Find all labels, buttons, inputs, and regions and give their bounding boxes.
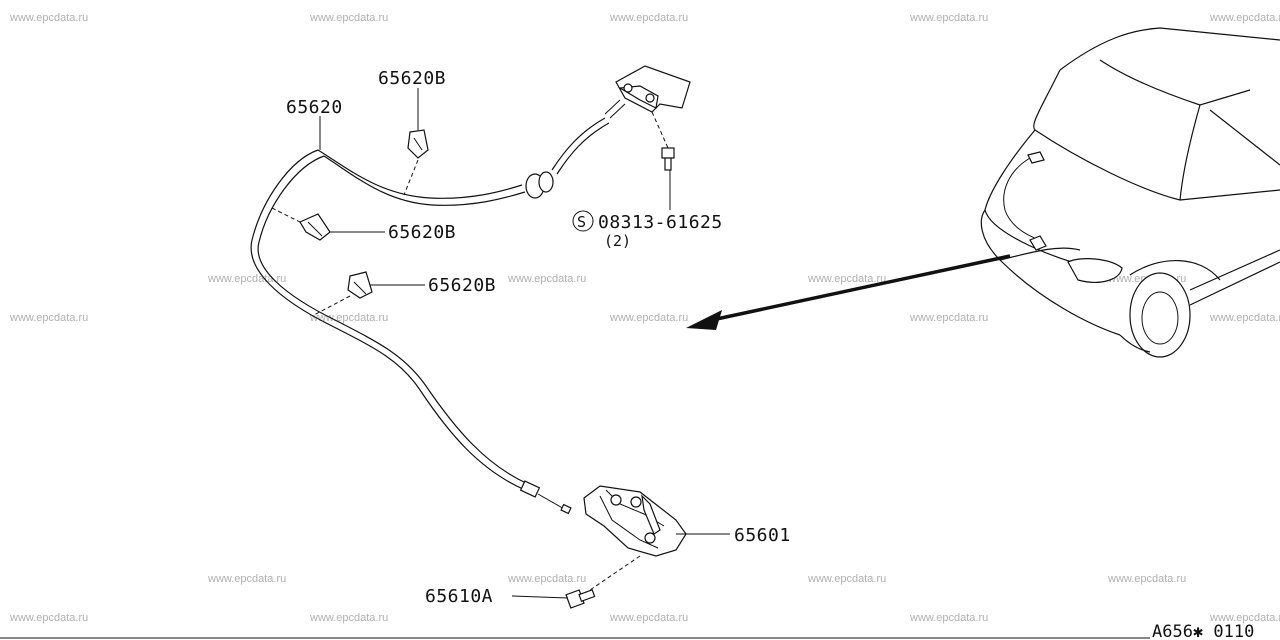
bolt-callout: S 08313-61625 (2): [572, 210, 723, 250]
lock-bolt-part-label: 65610A: [425, 586, 493, 607]
diagram-code: A656✱ 0110: [1152, 622, 1254, 640]
bolt-prefix-circle: [572, 210, 594, 232]
bolt-prefix: S: [577, 213, 586, 231]
watermark: www.epcdata.ru: [1209, 312, 1280, 324]
watermark: www.epcdata.ru: [9, 12, 88, 24]
watermark: www.epcdata.ru: [909, 612, 988, 624]
clip-middle-part-label: 65620B: [388, 222, 456, 243]
hood-lock-assembly: [583, 485, 730, 591]
clip-lower-part-label: 65620B: [428, 275, 496, 296]
location-arrow: [686, 254, 1011, 330]
watermark: www.epcdata.ru: [1209, 12, 1280, 24]
cable-clip-lower: [311, 271, 425, 317]
watermark: www.epcdata.ru: [1107, 573, 1186, 585]
watermark: www.epcdata.ru: [609, 612, 688, 624]
watermark: www.epcdata.ru: [309, 12, 388, 24]
cable-part-label: 65620: [286, 97, 343, 118]
bolt-quantity-label: (2): [604, 232, 631, 250]
clip-top-part-label: 65620B: [378, 68, 446, 89]
lock-bolt: [511, 589, 596, 609]
watermark: www.epcdata.ru: [609, 12, 688, 24]
watermark: www.epcdata.ru: [309, 612, 388, 624]
cable-clip-middle: [271, 207, 385, 241]
hood-release-cable: [250, 117, 610, 515]
watermark: www.epcdata.ru: [909, 312, 988, 324]
watermark: www.epcdata.ru: [207, 273, 286, 285]
watermark: www.epcdata.ru: [1209, 612, 1280, 624]
watermark: www.epcdata.ru: [207, 573, 286, 585]
watermark: www.epcdata.ru: [9, 312, 88, 324]
watermark: www.epcdata.ru: [309, 312, 388, 324]
cable-clip-top: [403, 88, 429, 196]
lock-part-label: 65601: [734, 525, 791, 546]
watermark: www.epcdata.ru: [609, 312, 688, 324]
vehicle-outline: [980, 27, 1280, 358]
watermark: www.epcdata.ru: [507, 573, 586, 585]
handle-bolt: [651, 111, 675, 210]
watermark: www.epcdata.ru: [909, 12, 988, 24]
hood-release-handle: [604, 65, 691, 119]
watermark: www.epcdata.ru: [807, 573, 886, 585]
watermark: www.epcdata.ru: [9, 612, 88, 624]
watermark: www.epcdata.ru: [807, 273, 886, 285]
watermark: www.epcdata.ru: [507, 273, 586, 285]
bolt-part-label: 08313-61625: [598, 212, 723, 233]
